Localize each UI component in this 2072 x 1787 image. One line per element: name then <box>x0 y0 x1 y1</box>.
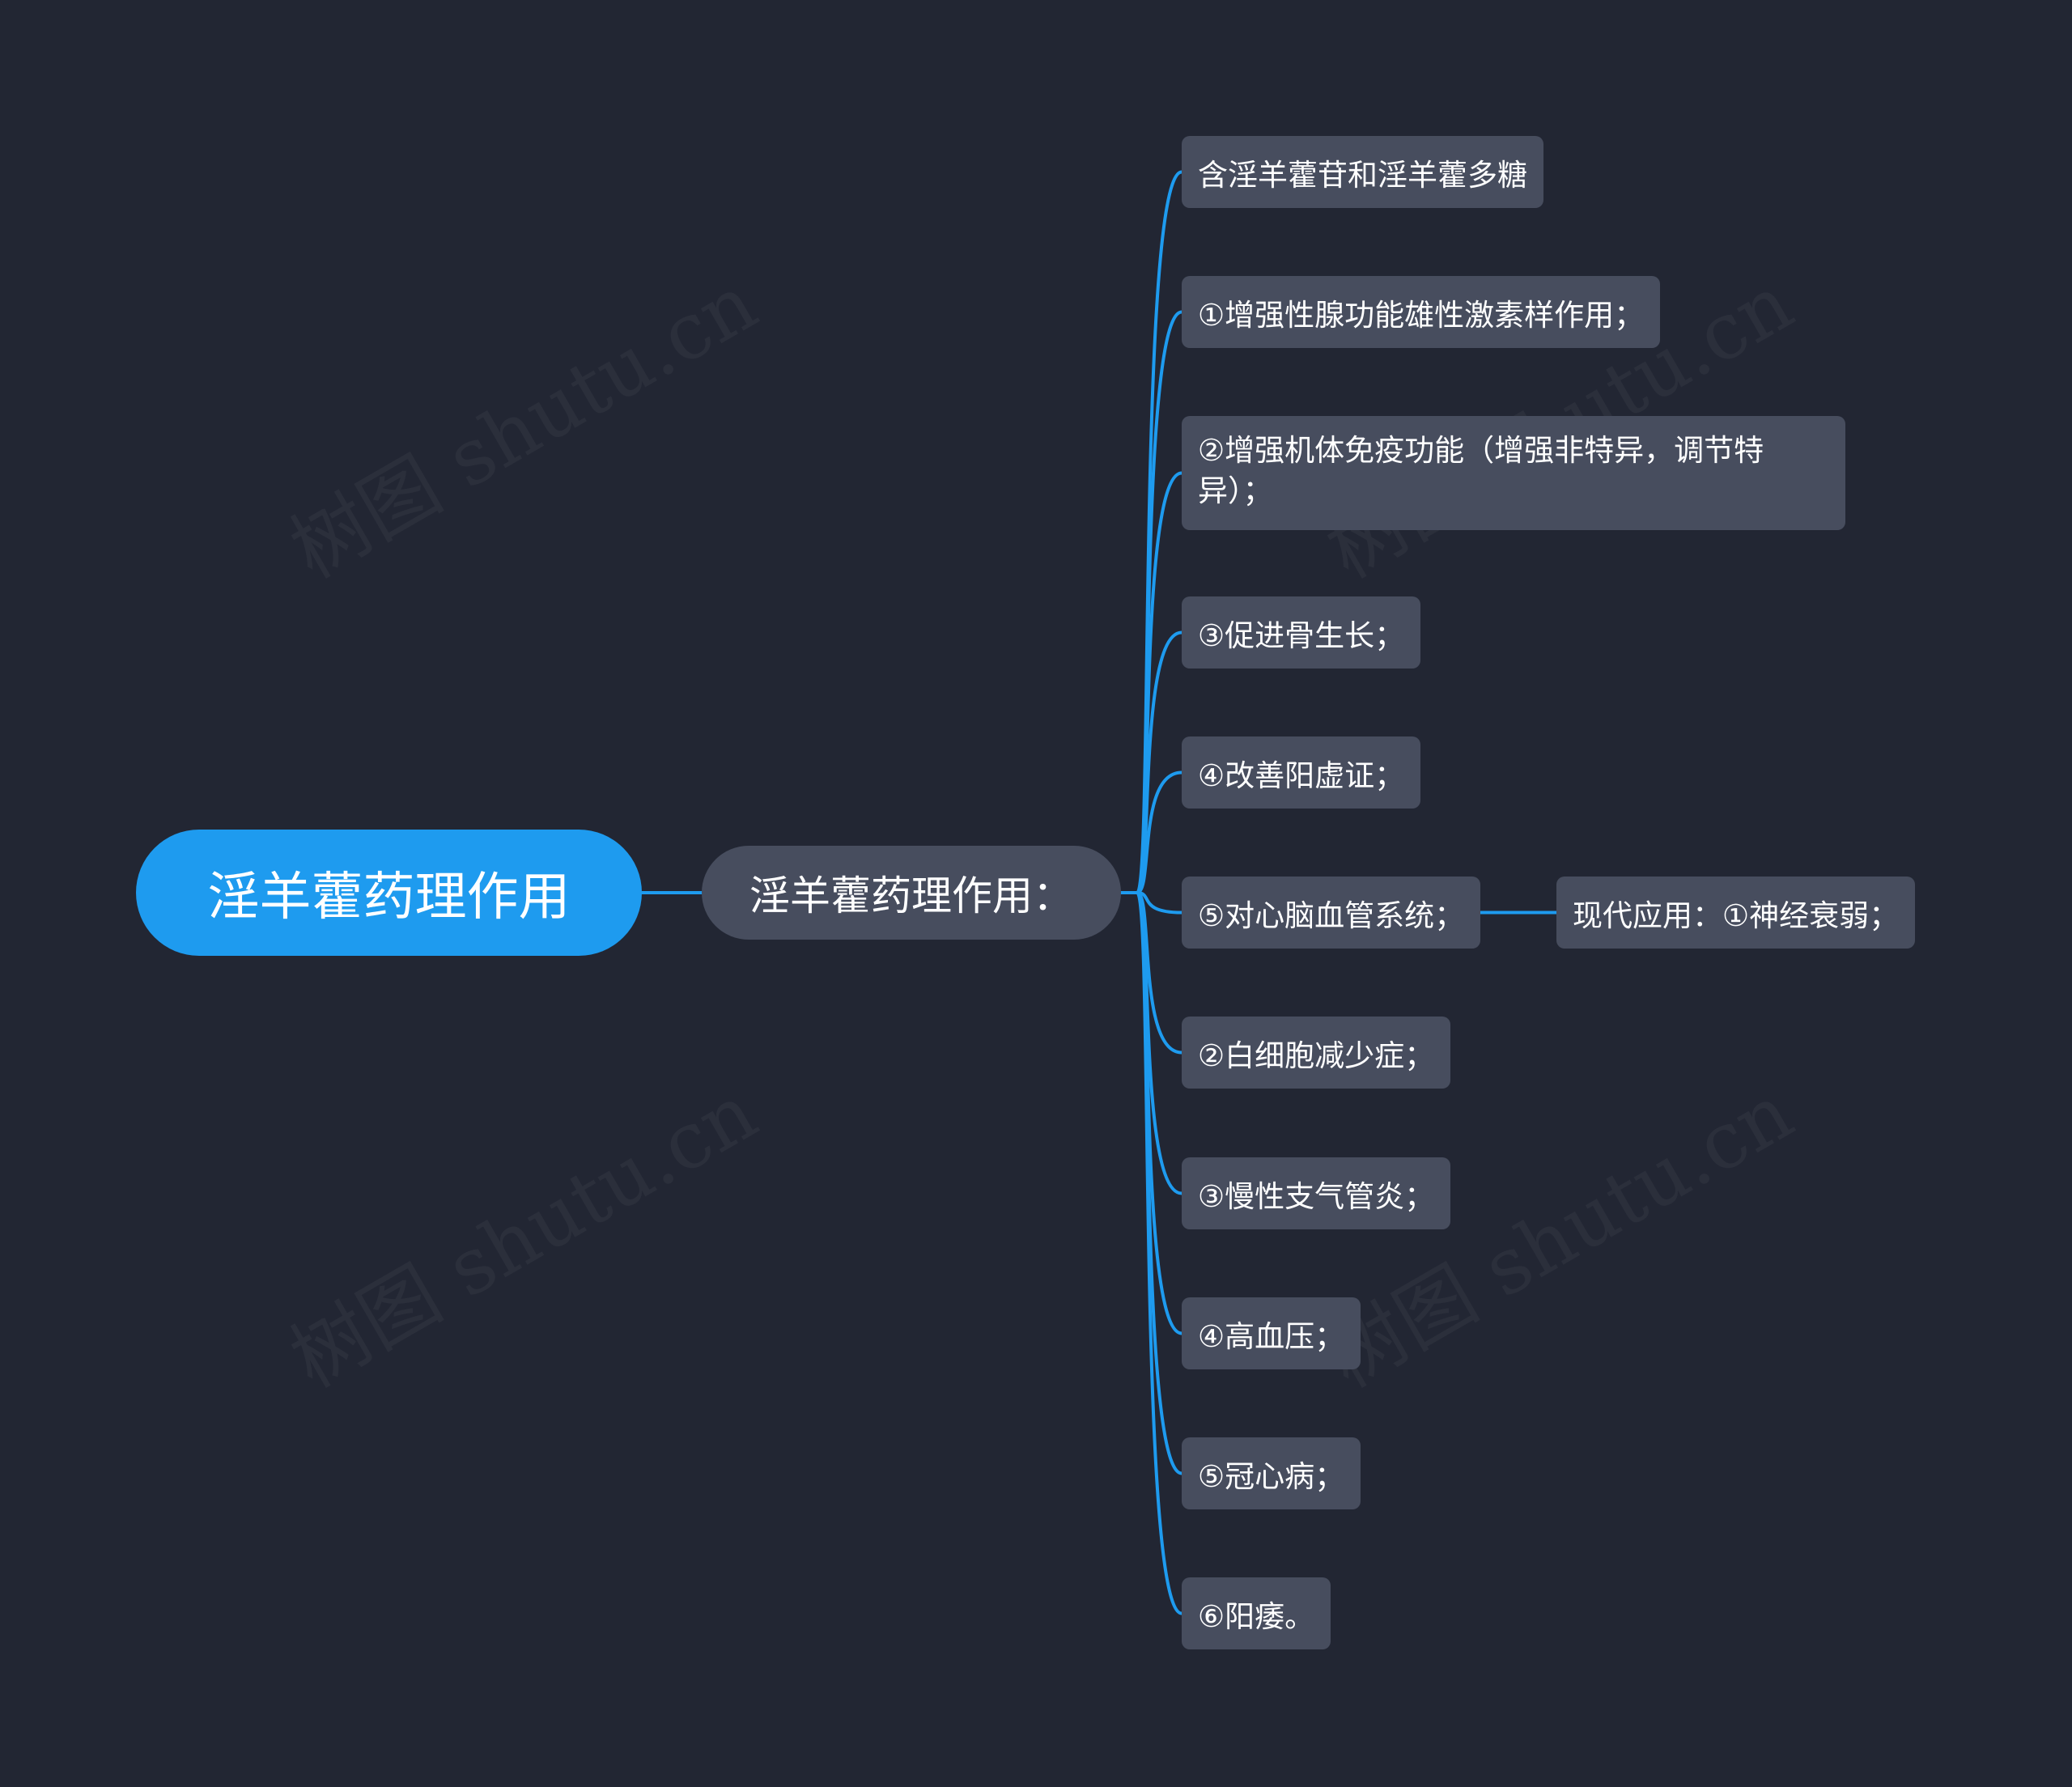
branch-node[interactable]: 淫羊藿药理作用： <box>702 846 1121 940</box>
leaf-node-label: ①增强性腺功能雄性激素样作用； <box>1198 297 1645 333</box>
leaf-node-label: ⑤对心脑血管系统； <box>1198 898 1465 933</box>
leaf-node[interactable]: ④高血压； <box>1182 1297 1361 1369</box>
leaf-node-label: ③慢性支气管炎； <box>1198 1178 1435 1214</box>
leaf-node[interactable]: ⑤对心脑血管系统； <box>1182 877 1481 949</box>
root-node[interactable]: 淫羊藿药理作用 <box>136 830 642 956</box>
leaf-node[interactable]: ①增强性腺功能雄性激素样作用； <box>1182 276 1661 348</box>
leaf-node-label: ②白细胞减少症； <box>1198 1038 1435 1073</box>
leaf-node-label: ④高血压； <box>1198 1318 1345 1354</box>
leaf-node-label: ⑤冠心病； <box>1198 1458 1345 1494</box>
branch-leaf-connector <box>1119 770 1183 894</box>
leaf-node[interactable]: ⑥阳痿。 <box>1182 1577 1331 1649</box>
leaf-node-label: 含淫羊藿苷和淫羊藿多糖 <box>1198 157 1527 193</box>
leaf-node[interactable]: 含淫羊藿苷和淫羊藿多糖 <box>1182 136 1543 208</box>
leaf-node-label: ④改善阳虚证； <box>1198 758 1405 793</box>
leaf-node-label: ⑥阳痿。 <box>1198 1598 1315 1634</box>
branch-leaf-connector <box>1119 891 1183 1055</box>
leaf-node[interactable]: ③促进骨生长； <box>1182 596 1421 669</box>
branch-leaf-connector <box>1119 891 1183 915</box>
branch-node-label: 淫羊藿药理作用： <box>749 872 1073 919</box>
leaf-node[interactable]: ②增强机体免疫功能（增强非特异，调节特异）； <box>1182 416 1845 530</box>
leaf-node-label: ③促进骨生长； <box>1198 618 1405 653</box>
leaf-node[interactable]: ④改善阳虚证； <box>1182 736 1421 809</box>
sub-leaf-node-label: 现代应用：①神经衰弱； <box>1573 898 1900 933</box>
leaf-node[interactable]: ⑤冠心病； <box>1182 1437 1361 1509</box>
root-node-label: 淫羊藿药理作用 <box>207 868 571 927</box>
leaf-node[interactable]: ③慢性支气管炎； <box>1182 1157 1451 1229</box>
leaf-node[interactable]: ②白细胞减少症； <box>1182 1017 1451 1089</box>
branch-leaf-connector <box>1119 891 1183 1615</box>
branch-leaf-connector <box>1119 630 1183 894</box>
sub-leaf-node[interactable]: 现代应用：①神经衰弱； <box>1556 877 1916 949</box>
leaf-node-label: ②增强机体免疫功能（增强非特异，调节特异）； <box>1198 433 1764 508</box>
